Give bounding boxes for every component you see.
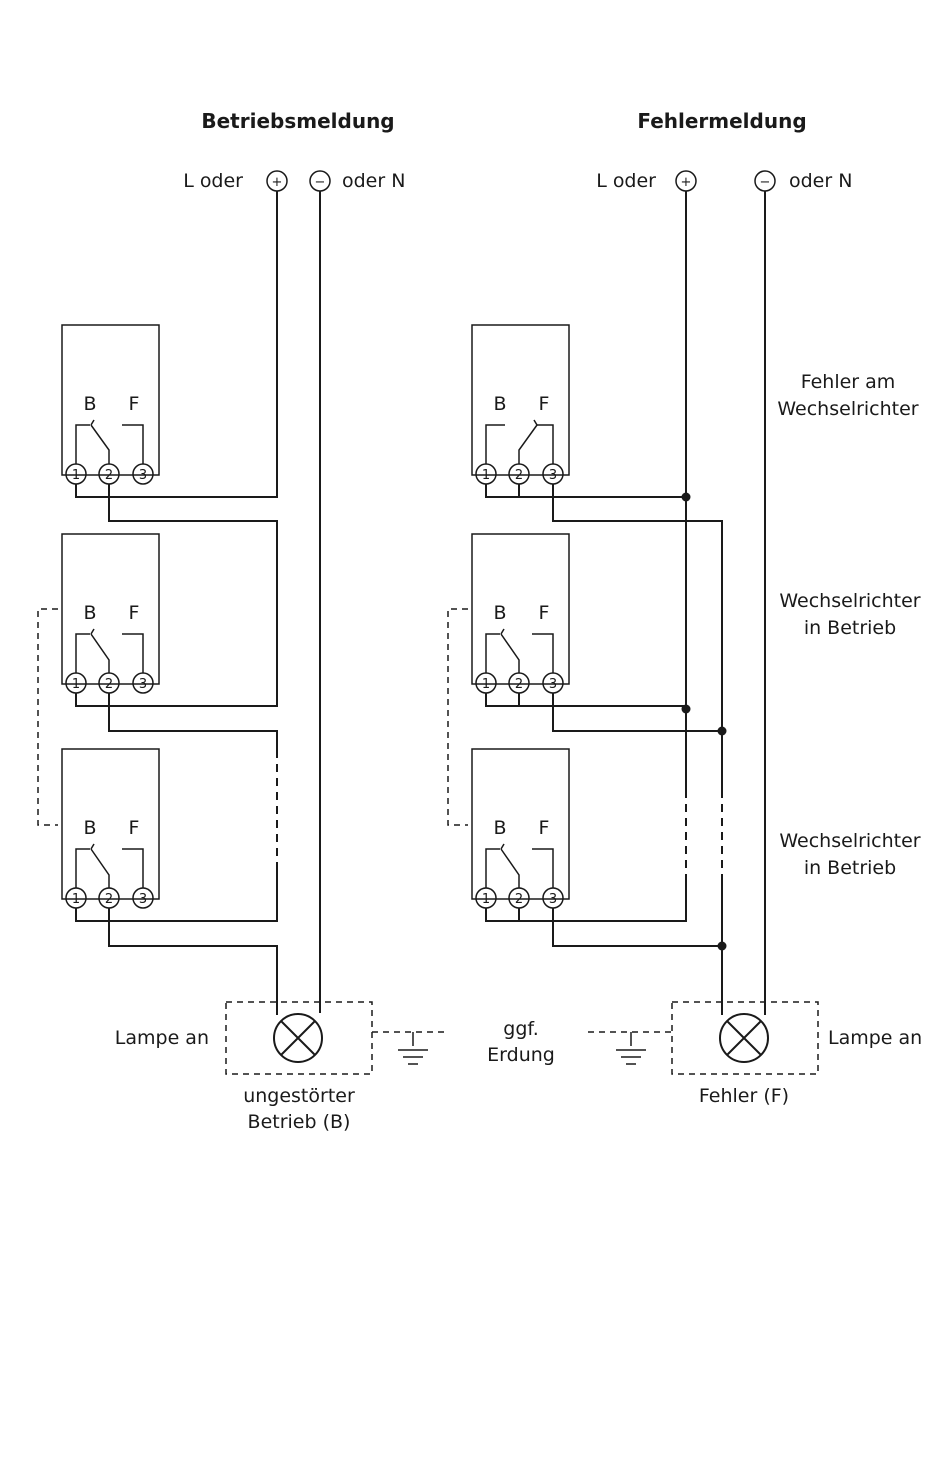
- terminal-1: 1: [72, 677, 80, 692]
- ground-label-line2: Erdung: [487, 1044, 555, 1066]
- inverter-state-1-line1: Fehler am: [801, 371, 896, 393]
- terminal-3: 3: [139, 892, 147, 907]
- relay-b-label: B: [493, 817, 506, 839]
- terminal-1: 1: [482, 892, 490, 907]
- left-wiring: [38, 191, 320, 1015]
- relay-b-label: B: [83, 817, 96, 839]
- terminal-1: 1: [72, 892, 80, 907]
- relay-f-label: F: [539, 602, 550, 624]
- relay-b-label: B: [493, 393, 506, 415]
- terminal-2: 2: [105, 892, 113, 907]
- left-minus-terminal: −: [310, 171, 330, 191]
- right-relay-1: B F 1 2 3: [472, 325, 569, 484]
- left-relay-2: B F 1 2 3: [62, 534, 159, 693]
- terminal-2: 2: [105, 677, 113, 692]
- right-minus-terminal: −: [755, 171, 775, 191]
- terminal-1: 1: [482, 677, 490, 692]
- right-plus-label: L oder: [596, 170, 656, 192]
- terminal-2: 2: [105, 468, 113, 483]
- left-lamp-icon: [226, 1002, 372, 1074]
- relay-f-label: F: [129, 817, 140, 839]
- right-state: Fehler (F): [699, 1085, 789, 1107]
- right-lamp-label: Lampe an: [828, 1027, 922, 1049]
- relay-b-label: B: [83, 602, 96, 624]
- left-title: Betriebsmeldung: [201, 109, 394, 133]
- inverter-state-3-line1: Wechselrichter: [779, 830, 920, 852]
- left-ground-icon: [372, 1032, 448, 1064]
- terminal-3: 3: [139, 677, 147, 692]
- inverter-state-2-line1: Wechselrichter: [779, 590, 920, 612]
- relay-f-label: F: [539, 393, 550, 415]
- left-minus-label: oder N: [342, 170, 405, 192]
- terminal-2: 2: [515, 468, 523, 483]
- right-lamp-icon: [672, 1002, 818, 1074]
- left-relay-3: B F 1 2 3: [62, 749, 159, 908]
- terminal-3: 3: [549, 468, 557, 483]
- plus-symbol: +: [272, 175, 283, 190]
- terminal-3: 3: [549, 892, 557, 907]
- left-relay-1: B F 1 2 3: [62, 325, 159, 484]
- left-state-line1: ungestörter: [243, 1085, 355, 1107]
- right-relay-2: B F 1 2 3: [472, 534, 569, 693]
- left-state-line2: Betrieb (B): [248, 1111, 351, 1133]
- ground-label-line1: ggf.: [503, 1018, 538, 1040]
- terminal-2: 2: [515, 677, 523, 692]
- terminal-3: 3: [549, 677, 557, 692]
- relay-f-label: F: [539, 817, 550, 839]
- minus-symbol: −: [760, 175, 771, 190]
- right-plus-terminal: +: [676, 171, 696, 191]
- left-plus-terminal: +: [267, 171, 287, 191]
- right-title: Fehlermeldung: [637, 109, 806, 133]
- right-relay-3: B F 1 2 3: [472, 749, 569, 908]
- terminal-3: 3: [139, 468, 147, 483]
- relay-b-label: B: [493, 602, 506, 624]
- terminal-1: 1: [482, 468, 490, 483]
- right-ground-icon: [588, 1032, 672, 1064]
- inverter-state-2-line2: in Betrieb: [804, 617, 896, 639]
- left-plus-label: L oder: [183, 170, 243, 192]
- left-lamp-label: Lampe an: [115, 1027, 209, 1049]
- plus-symbol: +: [681, 175, 692, 190]
- inverter-state-3-line2: in Betrieb: [804, 857, 896, 879]
- relay-f-label: F: [129, 393, 140, 415]
- inverter-state-1-line2: Wechselrichter: [777, 398, 918, 420]
- minus-symbol: −: [315, 175, 326, 190]
- terminal-1: 1: [72, 468, 80, 483]
- right-minus-label: oder N: [789, 170, 852, 192]
- terminal-2: 2: [515, 892, 523, 907]
- relay-f-label: F: [129, 602, 140, 624]
- relay-b-label: B: [83, 393, 96, 415]
